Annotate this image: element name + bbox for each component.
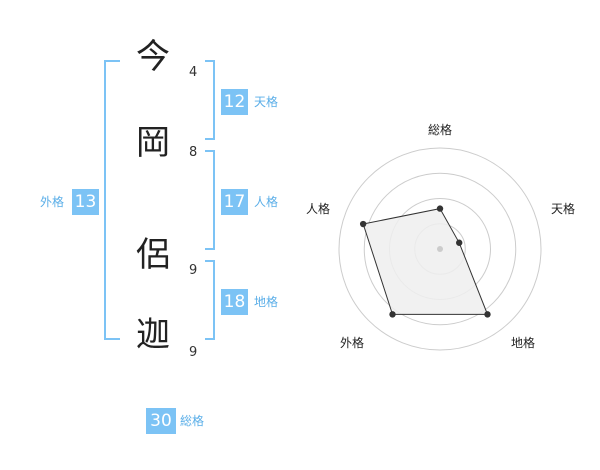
radar-point-1 — [456, 239, 463, 246]
radar-axis-label-chikaku: 地格 — [511, 336, 536, 350]
kanji-4-strokes: 9 — [189, 345, 198, 360]
gaikaku-label: 外格 — [40, 195, 65, 209]
jinkaku-label: 人格 — [254, 195, 279, 209]
radar-area — [362, 208, 489, 315]
chikaku-bracket — [205, 260, 215, 340]
radar-axis-label-tenkaku: 天格 — [551, 202, 576, 216]
chikaku-value: 18 — [221, 289, 248, 315]
jinkaku-bracket — [205, 150, 215, 250]
kanji-2: 岡 — [136, 123, 170, 163]
radar-grid-ring — [363, 172, 517, 326]
tenkaku-label: 天格 — [254, 95, 279, 109]
radar-center-dot — [437, 246, 443, 252]
soukaku-label: 総格 — [180, 414, 205, 428]
kanji-1-strokes: 4 — [189, 65, 198, 80]
gaikaku-value: 13 — [72, 189, 99, 215]
kanji-3: 侶 — [136, 235, 170, 275]
tenkaku-value: 12 — [221, 89, 248, 115]
gaikaku-bracket — [104, 60, 120, 340]
kanji-1: 今 — [136, 37, 170, 77]
radar-grid-ring — [338, 147, 542, 351]
kanji-4: 迦 — [136, 315, 170, 355]
kanji-2-strokes: 8 — [189, 145, 198, 160]
radar-point-2 — [484, 311, 491, 318]
radar-point-0 — [436, 205, 444, 212]
radar-point-4 — [359, 220, 367, 228]
soukaku-value: 30 — [146, 408, 176, 434]
chikaku-label: 地格 — [254, 295, 279, 309]
radar-axis-label-gaikaku: 外格 — [340, 336, 365, 350]
jinkaku-value: 17 — [221, 189, 248, 215]
kanji-3-strokes: 9 — [189, 263, 198, 278]
radar-point-3 — [389, 311, 396, 318]
tenkaku-bracket — [205, 60, 215, 140]
radar-axis-label-jinkaku: 人格 — [306, 202, 331, 216]
radar-axis-label-soukaku: 総格 — [428, 123, 453, 137]
